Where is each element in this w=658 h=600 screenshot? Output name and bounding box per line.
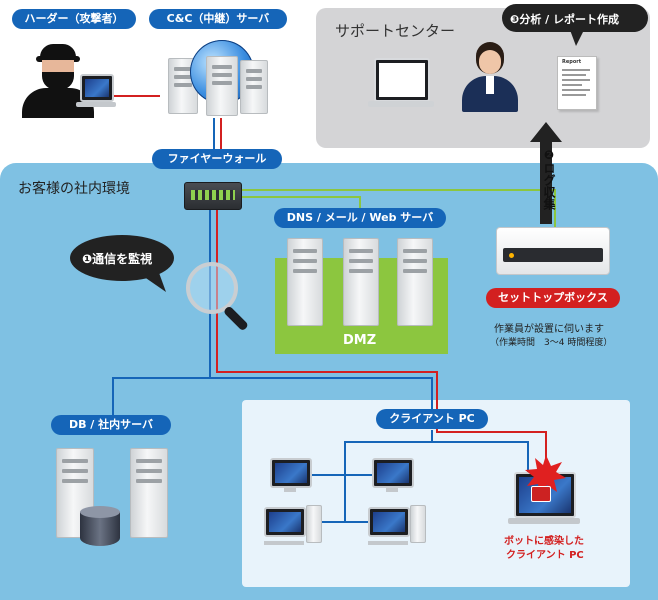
firewall-switch-icon — [184, 182, 242, 210]
bot-icon — [531, 486, 551, 502]
magnifier-icon — [186, 262, 238, 314]
client-pc-icon-2 — [372, 458, 420, 498]
set-top-box-icon — [496, 227, 610, 275]
cc-server-label: C&C（中継）サーバ — [149, 9, 287, 29]
client-pc-label: クライアント PC — [376, 409, 488, 429]
operator-icon — [462, 42, 518, 112]
analysis-report-bubble — [502, 4, 648, 32]
client-pc-icon-4 — [368, 505, 428, 549]
cc-server-icon-2 — [206, 56, 238, 116]
infected-pc-label-line-1: ボットに感染した — [504, 536, 584, 547]
install-note-line-2: （作業時間 3〜4 時間程度） — [490, 338, 613, 348]
set-top-box-label: セットトップボックス — [486, 288, 620, 308]
green-stb-line — [240, 189, 556, 228]
support-laptop-icon — [368, 58, 434, 108]
report-title: Report — [562, 59, 582, 65]
install-note-line-1: 作業員が設置に伺います — [494, 324, 604, 335]
dmz-server-icon-2 — [343, 238, 379, 326]
dmz-server-icon-1 — [287, 238, 323, 326]
red-internal-line — [216, 210, 547, 460]
blue-client-line — [210, 377, 433, 412]
attacker-laptop-icon — [76, 74, 116, 112]
client-pc-icon-3 — [264, 505, 324, 549]
green-dmz-line — [240, 196, 361, 210]
support-center-title: サポートセンター — [335, 22, 456, 40]
dns-server-label: DNS / メール / Web サーバ — [274, 208, 446, 228]
firewall-label: ファイヤーウォール — [152, 149, 282, 169]
log-collect-arrow — [530, 122, 562, 224]
db-server-icon-2 — [130, 448, 168, 538]
client-pc-icon-1 — [270, 458, 318, 498]
dmz-server-icon-3 — [397, 238, 433, 326]
blue-client-lan — [300, 430, 433, 523]
dmz-label: DMZ — [343, 333, 377, 348]
database-icon — [80, 506, 120, 550]
report-document-icon: Report — [557, 56, 597, 110]
monitor-comm-label: ❶通信を監視 — [82, 252, 153, 266]
db-server-label: DB / 社内サーバ — [51, 415, 171, 435]
db-server-icon-1 — [56, 448, 94, 538]
cc-server-icon-3 — [240, 60, 268, 114]
infected-pc-label-line-2: クライアント PC — [506, 550, 584, 561]
log-collect-label: ❷ログ収集 — [542, 148, 556, 210]
attacker-label: ハーダー（攻撃者） — [12, 9, 136, 29]
analysis-report-label: ❸分析 / レポート作成 — [510, 13, 619, 26]
customer-network-title: お客様の社内環境 — [18, 181, 130, 197]
